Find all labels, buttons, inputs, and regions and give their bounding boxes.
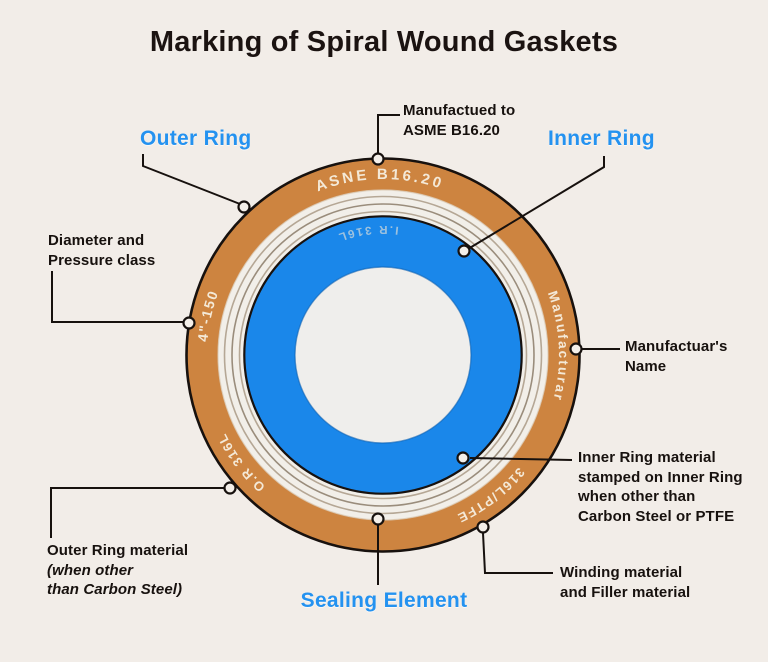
line-inner-ring-material: [469, 457, 573, 461]
callout-line: and Filler material: [560, 583, 691, 601]
callout-line: Name: [625, 357, 667, 375]
callout-line: Pressure class: [48, 251, 156, 269]
callout-outer-ring-material: Outer Ring material (when other than Car…: [47, 541, 188, 600]
callout-line: Outer Ring material: [47, 542, 189, 559]
callout-line: (when other: [47, 561, 134, 579]
line-winding-material: [482, 532, 553, 574]
sealing-element-band: [245, 217, 521, 493]
callout-inner-ring-material: Inner Ring material stamped on Inner Rin…: [578, 448, 743, 526]
callout-manufactured-to: Manufactued to ASME B16.20: [403, 101, 515, 140]
callout-line: Manufactued to: [403, 102, 516, 119]
sealing-element-outline: [243, 215, 523, 495]
outer-ring-band: [187, 159, 579, 551]
page-title: Marking of Spiral Wound Gaskets: [149, 26, 619, 58]
line-outer-ring-material: [50, 487, 224, 538]
callout-line: stamped on Inner Ring: [578, 468, 743, 486]
callout-line: Winding material: [560, 564, 683, 581]
callout-line: than Carbon Steel): [47, 581, 183, 598]
winding-line-2: [231, 203, 535, 507]
callout-line: ASME B16.20: [403, 121, 500, 139]
winding-line-3: [238, 210, 528, 500]
outer-ring-label: Outer Ring: [140, 127, 252, 150]
callout-lines: [50, 114, 620, 585]
callout-diameter-pressure: Diameter and Pressure class: [48, 231, 155, 270]
marker-outer-ring: [237, 200, 251, 214]
line-manufactured-to: [377, 114, 400, 153]
marker-outer-ring-material: [223, 481, 237, 495]
line-diameter-pressure: [51, 271, 183, 323]
callout-line: Diameter and: [48, 232, 145, 249]
marker-inner-ring-material: [456, 451, 470, 465]
callout-line: Inner Ring material: [578, 449, 716, 466]
marker-sealing-element: [371, 512, 385, 526]
winding-line-1: [223, 195, 543, 515]
marker-manufacturer-name: [569, 342, 583, 356]
callout-line: Carbon Steel or PTFE: [578, 507, 735, 525]
sealing-element-label: Sealing Element: [300, 589, 468, 612]
marker-winding-material: [476, 520, 490, 534]
gasket-bore: [296, 268, 470, 442]
marker-manufactured-to: [371, 152, 385, 166]
marker-inner-ring: [457, 244, 471, 258]
line-outer-ring-label: [142, 154, 241, 205]
inner-ring-label: Inner Ring: [548, 127, 655, 150]
callout-line: when other than: [578, 488, 696, 505]
inner-ring-edge: [294, 266, 472, 444]
callout-winding-material: Winding material and Filler material: [560, 563, 690, 602]
callout-line: Manufactuar's: [625, 338, 728, 355]
marker-diameter-pressure: [182, 316, 196, 330]
callout-manufacturer-name: Manufactuar's Name: [625, 337, 727, 376]
callout-markers: [182, 152, 583, 534]
line-inner-ring-label: [467, 156, 605, 250]
